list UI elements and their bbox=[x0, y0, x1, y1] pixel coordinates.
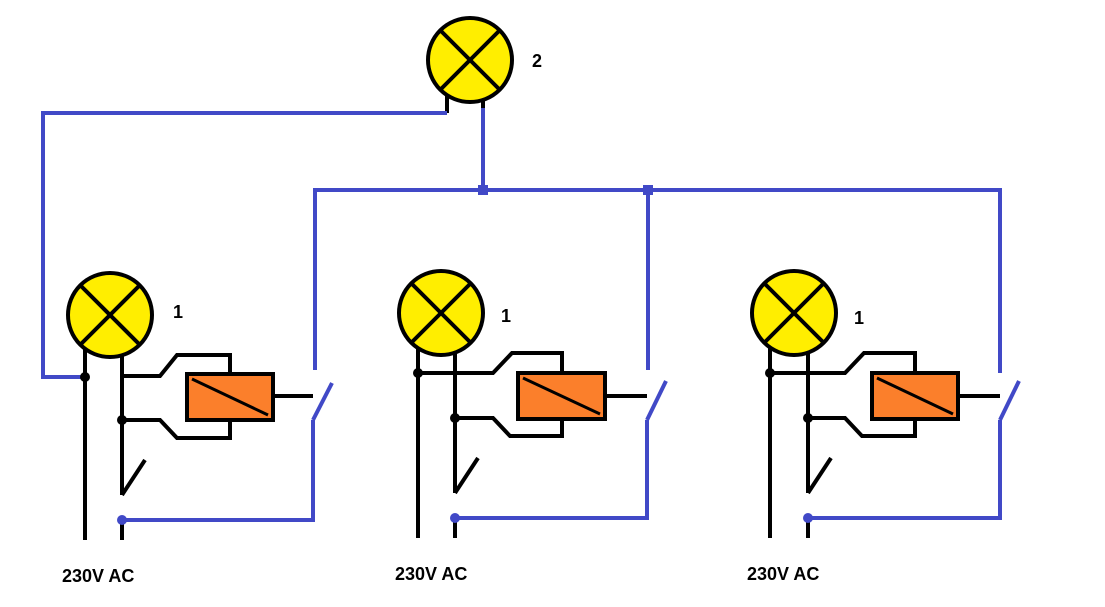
unit-2: 1 230V AC bbox=[395, 269, 668, 584]
junction-node bbox=[478, 185, 488, 195]
lamp-2-label: 1 bbox=[501, 306, 511, 326]
supply-label-1: 230V AC bbox=[62, 566, 134, 586]
lamp-3-label: 1 bbox=[854, 308, 864, 328]
unit-3: 1 230V AC bbox=[747, 269, 1021, 584]
unit-1: 1 230V AC bbox=[62, 271, 334, 586]
lamp-top-label: 2 bbox=[532, 51, 542, 71]
supply-label-2: 230V AC bbox=[395, 564, 467, 584]
common-wiring bbox=[41, 108, 1002, 379]
supply-label-3: 230V AC bbox=[747, 564, 819, 584]
lamp-1-label: 1 bbox=[173, 302, 183, 322]
junction-node bbox=[643, 185, 653, 195]
lamp-top: 2 bbox=[426, 16, 542, 113]
